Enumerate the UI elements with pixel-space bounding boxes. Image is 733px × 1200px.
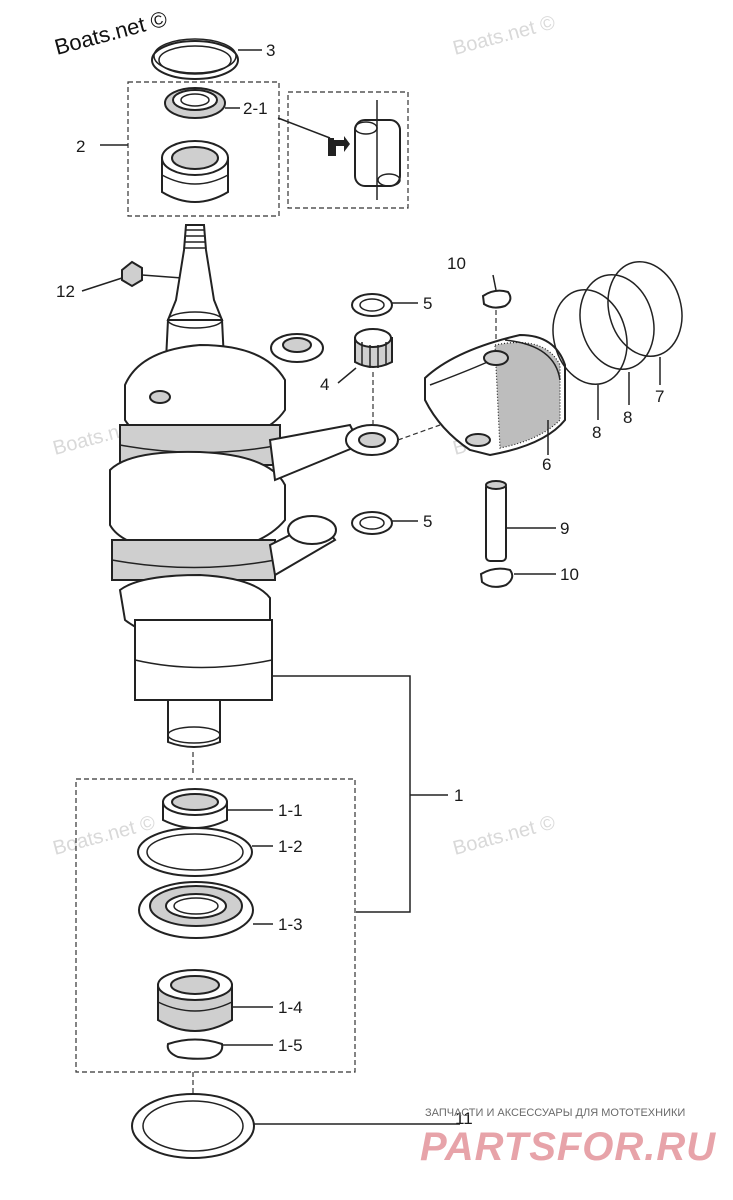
callout-7: 7 (655, 387, 664, 406)
callout-4: 4 (320, 375, 329, 394)
callout-10-top: 10 (447, 254, 466, 273)
callout-9: 9 (560, 519, 569, 538)
arrow-icon (328, 136, 350, 156)
part-11-gasket (131, 1093, 255, 1159)
part-7-piston-ring (607, 260, 683, 358)
part-1-4-roller-bearing (157, 969, 233, 1032)
part-5-thrust-washer-upper (351, 293, 393, 317)
watermark-top-right: Boats.net © (451, 11, 558, 59)
watermark-bottom-right: Boats.net © (451, 811, 558, 859)
connecting-rod-lower (268, 515, 337, 577)
callout-1-2: 1-2 (278, 837, 303, 856)
leader-alt-arrow (277, 117, 331, 139)
callout-2: 2 (76, 137, 85, 156)
brand-logo: PARTSFOR.RU (420, 1125, 716, 1169)
callout-8-b: 8 (623, 408, 632, 427)
part-1-3-ball-bearing (138, 881, 254, 939)
group-2-box (127, 81, 280, 217)
part-1-1-bushing (162, 788, 228, 829)
leader-1-bracket (272, 675, 411, 913)
callout-1-3: 1-3 (278, 915, 303, 934)
part-12-woodruff-key (121, 260, 143, 288)
part-10-circlip-lower (479, 567, 514, 588)
callout-2-1: 2-1 (243, 99, 268, 118)
connecting-rod-top-end (270, 333, 324, 363)
part-9-piston-pin (485, 480, 507, 562)
leader-12-b (141, 274, 183, 279)
callout-1: 1 (454, 786, 463, 805)
watermark-main: Boats.net © (52, 6, 170, 60)
callout-12: 12 (56, 282, 75, 301)
part-10-circlip-upper (481, 289, 512, 309)
callout-5-bot: 5 (423, 512, 432, 531)
leader-4 (337, 367, 357, 384)
callout-5-top: 5 (423, 294, 432, 313)
part-6-piston (424, 333, 566, 457)
part-4-small-end-bearing (354, 328, 393, 368)
part-1-5-circlip (166, 1038, 224, 1060)
brand-tagline: ЗАПЧАСТИ И АКСЕССУАРЫ ДЛЯ МОТОТЕХНИКИ (425, 1107, 685, 1119)
part-1-2-oil-seal (137, 827, 253, 877)
callout-3: 3 (266, 41, 275, 60)
callout-1-5: 1-5 (278, 1036, 303, 1055)
callout-1-4: 1-4 (278, 998, 303, 1017)
callout-6: 6 (542, 455, 551, 474)
callout-10-bot: 10 (560, 565, 579, 584)
crankshaft (109, 224, 286, 748)
alt-part-box (287, 91, 409, 209)
part-2-1-needle-bearing (164, 87, 226, 119)
leader-12 (81, 277, 123, 292)
axis-line-pin (397, 424, 441, 441)
callout-11: 11 (455, 1109, 473, 1128)
group-1-box (75, 778, 356, 1073)
alt-part-sleeve (354, 100, 401, 200)
part-5-thrust-washer-lower (351, 511, 393, 535)
callout-1-1: 1-1 (278, 801, 303, 820)
part-8-piston-ring-a (552, 288, 628, 386)
callout-8-a: 8 (592, 423, 601, 442)
connecting-rod-upper (268, 423, 399, 482)
part-2-bearing-housing (161, 140, 229, 203)
part-3-oil-seal (151, 38, 239, 80)
leader-10-top (492, 274, 497, 291)
part-8-piston-ring-b (579, 273, 655, 371)
